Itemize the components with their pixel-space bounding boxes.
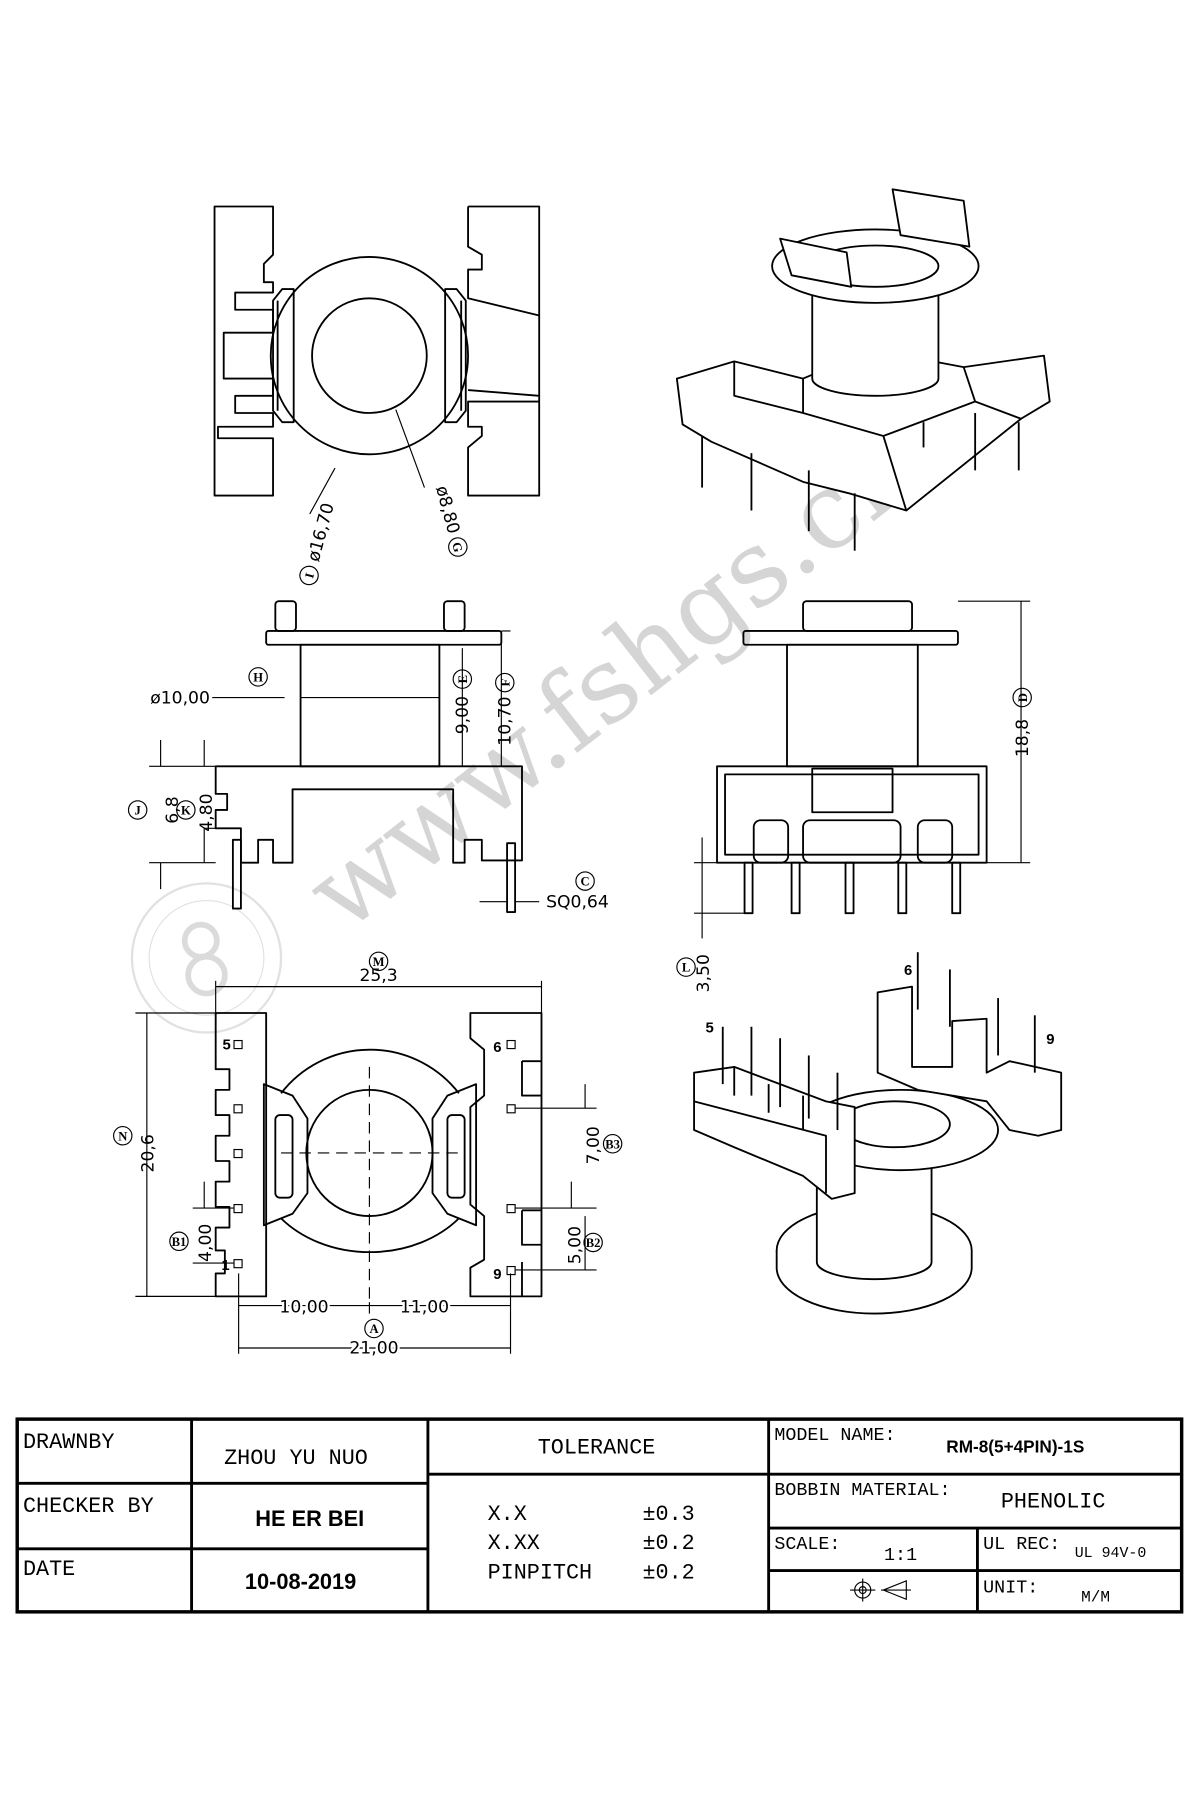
date-label: DATE <box>23 1557 75 1582</box>
dimension-label: X.X <box>488 1502 527 1527</box>
dimension-label: E <box>456 675 470 683</box>
dimension-label: 11,00 <box>400 1297 449 1317</box>
checker-value: HE ER BEI <box>255 1506 364 1531</box>
ul-value: UL 94V-0 <box>1075 1546 1147 1562</box>
ul-label: UL REC: <box>983 1534 1060 1555</box>
dimension-label: C <box>581 875 590 889</box>
dimension-label: ø8,80 <box>431 484 463 536</box>
tolerance-label: TOLERANCE <box>538 1436 656 1461</box>
dimension-label: B1 <box>172 1235 187 1249</box>
dimension-label: H <box>253 670 263 684</box>
dimension-label: 5,00 <box>565 1226 585 1264</box>
dimension-label: 4,00 <box>196 1224 216 1262</box>
dimension-label: G <box>449 541 465 554</box>
checker-label: CHECKER BY <box>23 1494 154 1519</box>
dimension-label: 6 <box>904 963 912 979</box>
unit-value: M/M <box>1081 1589 1110 1607</box>
dimension-label: X.XX <box>488 1531 540 1556</box>
dimension-label: M <box>373 955 385 969</box>
dimension-label: 21,00 <box>349 1339 398 1359</box>
dimension-label: 9 <box>493 1267 501 1283</box>
dimension-label: I <box>302 571 317 579</box>
dimension-label: L <box>682 961 690 975</box>
dimension-label: N <box>118 1129 127 1143</box>
dimension-label: 4,80 <box>197 793 217 831</box>
dimension-label: 10,00 <box>279 1297 328 1317</box>
dimension-label: 9 <box>1046 1032 1054 1048</box>
dimension-label: 3,50 <box>694 954 714 992</box>
projection-symbol-icon <box>850 1578 911 1602</box>
dimension-label: 18,8 <box>1013 719 1033 757</box>
dimension-label: F <box>498 678 512 686</box>
material-value: PHENOLIC <box>1001 1489 1106 1514</box>
dimension-label: A <box>369 1322 379 1336</box>
iso-view-top <box>675 188 1051 551</box>
dimension-label: 7,00 <box>584 1126 604 1164</box>
side-pins <box>743 861 962 915</box>
dimension-label: 5 <box>223 1038 231 1054</box>
dimension-label: D <box>1016 693 1030 702</box>
dimension-label: J <box>135 804 141 818</box>
dimension-label: 6,8 <box>163 796 183 823</box>
model-label: MODEL NAME: <box>774 1425 895 1446</box>
dimension-label: 6 <box>493 1040 501 1056</box>
drawn-by-value: ZHOU YU NUO <box>224 1446 368 1471</box>
dimension-label: ±0.3 <box>642 1502 694 1527</box>
dimension-label: 25,3 <box>359 966 397 986</box>
front-view: ø10,00 H 9,00 E 10,70 F 6,8 J 4,80 K SQ0… <box>127 600 609 913</box>
bottom-view: 5 1 6 9 25,3 M 20,6 N 7,00 B3 5,00 B2 4,… <box>113 951 623 1361</box>
dimension-label: ø10,00 <box>150 688 210 708</box>
dimension-label: ø16,70 <box>304 501 339 564</box>
watermark-seal <box>130 882 283 1034</box>
dimension-label: 1 <box>221 1258 229 1274</box>
material-label: BOBBIN MATERIAL: <box>774 1480 950 1501</box>
scale-value: 1:1 <box>884 1545 917 1566</box>
dimension-label: 20,6 <box>139 1134 159 1172</box>
dimension-label: 10,70 <box>496 696 516 745</box>
dimension-label: ±0.2 <box>642 1531 694 1556</box>
top-view: I ø16,70 ø8,80 G <box>213 205 541 586</box>
dimension-label: 5 <box>706 1021 714 1037</box>
dimension-label: SQ0,64 <box>546 892 609 912</box>
unit-label: UNIT: <box>983 1577 1038 1598</box>
dimension-label: PINPITCH <box>488 1561 593 1586</box>
dimension-label: 9,00 <box>453 696 473 734</box>
dimension-label: B2 <box>586 1236 601 1250</box>
dimension-label: K <box>181 804 191 818</box>
dimension-label: B3 <box>605 1137 620 1151</box>
dimension-label: ±0.2 <box>642 1561 694 1586</box>
date-value: 10-08-2019 <box>245 1569 356 1594</box>
model-value: RM-8(5+4PIN)-1S <box>946 1436 1084 1456</box>
iso-view-bottom: 6 5 9 <box>693 952 1063 1315</box>
drawn-by-label: DRAWNBY <box>23 1430 115 1455</box>
title-block: DRAWNBY ZHOU YU NUO CHECKER BY HE ER BEI… <box>15 1417 1184 1614</box>
scale-label: SCALE: <box>774 1534 840 1555</box>
side-view: 18,8 D 3,50 L <box>676 600 1033 992</box>
